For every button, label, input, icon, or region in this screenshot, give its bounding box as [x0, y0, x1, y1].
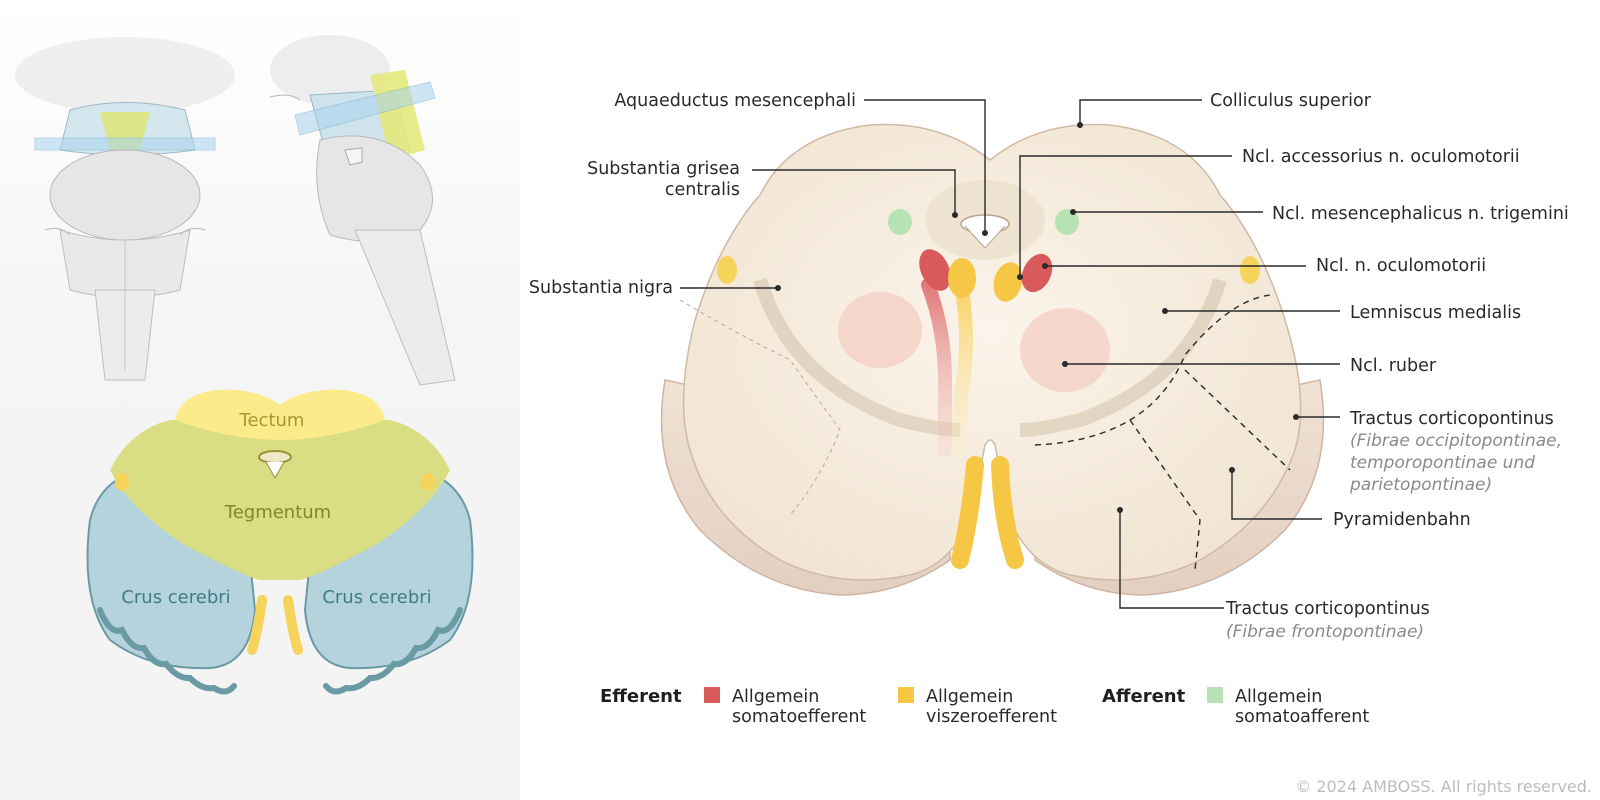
legend-somatoafferent-1: Allgemein [1235, 687, 1322, 707]
label-tractus-cp-sub1: (Fibrae occipitopontinae, [1350, 431, 1562, 451]
label-lemniscus: Lemniscus medialis [1350, 303, 1521, 323]
label-aquaeductus: Aquaeductus mesencephali [614, 91, 856, 111]
legend-swatch-somatoefferent [704, 687, 720, 703]
legend-afferent-heading: Afferent [1102, 686, 1186, 707]
legend: Efferent Allgemein somatoefferent Allgem… [600, 686, 1369, 727]
midbrain-regions-schematic: Tectum Tegmentum Crus cerebri Crus cereb… [86, 389, 474, 695]
label-substantia-nigra: Substantia nigra [529, 278, 673, 298]
legend-swatch-somatoafferent [1207, 687, 1223, 703]
label-tractus-cp-sub3: parietopontinae) [1349, 475, 1492, 495]
label-tractus-corticopontinus-1: Tractus corticopontinus [1349, 409, 1554, 429]
legend-somatoafferent-2: somatoafferent [1235, 707, 1369, 727]
aqueduct [258, 450, 292, 464]
crus-cerebri-right-label: Crus cerebri [322, 587, 431, 608]
ncl-mesencephalicus-left [888, 209, 912, 235]
label-substantia-grisea: Substantia grisea [587, 159, 740, 179]
legend-viszeroefferent-2: viszeroefferent [926, 707, 1057, 727]
ncl-accessorius-right [993, 262, 1023, 302]
label-substantia-grisea-2: centralis [665, 180, 740, 200]
label-tractus-corticopontinus-2: Tractus corticopontinus [1225, 599, 1430, 619]
ncl-accessorius-left [948, 258, 976, 298]
legend-swatch-viszeroefferent [898, 687, 914, 703]
brainstem-ventral-view [15, 37, 235, 381]
brainstem-lateral-view [269, 35, 456, 386]
copyright-notice: © 2024 AMBOSS. All rights reserved. [1295, 777, 1592, 796]
label-pyramidenbahn: Pyramidenbahn [1333, 510, 1471, 530]
label-tractus-cp-sub2: temporopontinae und [1350, 453, 1535, 473]
legend-efferent-heading: Efferent [600, 686, 682, 707]
tectum-label: Tectum [239, 410, 305, 431]
labels: Aquaeductus mesencephali Colliculus supe… [529, 91, 1569, 642]
tegmentum-region [110, 420, 450, 580]
n-oculomotorius-right [991, 456, 1024, 569]
ncl-ruber-left [838, 292, 922, 368]
tegmentum-label: Tegmentum [224, 502, 331, 523]
label-ncl-ruber: Ncl. ruber [1350, 356, 1437, 376]
label-ncl-oculomotorii: Ncl. n. oculomotorii [1316, 256, 1486, 276]
ncl-oculomotorii-left [919, 249, 951, 291]
midbrain-cross-section [660, 123, 1325, 596]
ncl-ruber-right [1020, 308, 1110, 392]
tectum-region [175, 389, 385, 440]
legend-viszeroefferent-1: Allgemein [926, 687, 1013, 707]
legend-somatoefferent-1: Allgemein [732, 687, 819, 707]
leader-lines [680, 99, 1340, 609]
label-tractus-cp-2-sub: (Fibrae frontopontinae) [1226, 622, 1424, 642]
ncl-mesencephalicus-right [1055, 209, 1079, 235]
label-ncl-accessorius: Ncl. accessorius n. oculomotorii [1242, 147, 1520, 167]
legend-somatoefferent-2: somatoefferent [732, 707, 866, 727]
label-colliculus: Colliculus superior [1210, 91, 1372, 111]
n-oculomotorius-left [951, 456, 984, 569]
label-ncl-mesencephalicus: Ncl. mesencephalicus n. trigemini [1272, 204, 1569, 224]
crus-cerebri-left-label: Crus cerebri [121, 587, 230, 608]
